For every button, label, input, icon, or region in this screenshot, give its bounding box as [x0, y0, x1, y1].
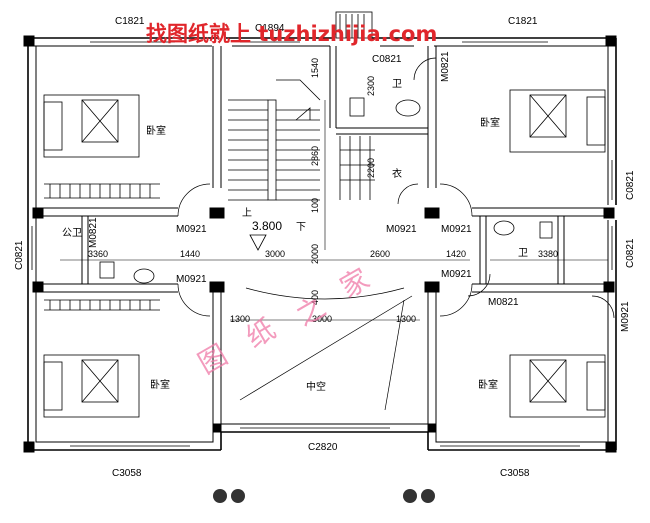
room-label-bedroom: 卧室: [146, 124, 166, 137]
dimension-label: 100: [310, 198, 320, 213]
dimension-label: 1300: [230, 314, 250, 324]
window-label: C0821: [14, 240, 25, 270]
dimension-label: 3000: [312, 314, 332, 324]
dimension-label: 1540: [310, 58, 320, 78]
door-swings: [177, 57, 615, 411]
dimension-label: 2300: [366, 76, 376, 96]
site-watermark: 找图纸就上 tuzhizhijia.com: [146, 22, 438, 46]
window-label: C0821: [625, 170, 636, 200]
door-label: M0921: [441, 269, 472, 280]
dimension-label: 3000: [265, 249, 285, 259]
dimension-label: 2200: [366, 158, 376, 178]
axis-markers: [213, 489, 435, 503]
window-label: C1894: [255, 23, 285, 34]
room-labels: 卧室 卧室 卧室 卧室 公卫 卫 卫 衣 中空 下 上 3.800: [62, 79, 528, 393]
door-label: M0921: [176, 224, 207, 235]
door-label: M0921: [441, 224, 472, 235]
dimension-label: 1300: [396, 314, 416, 324]
beds: [43, 89, 606, 418]
window-label: C1821: [115, 16, 145, 27]
room-label-bedroom: 卧室: [480, 116, 500, 129]
window-label: C3058: [500, 468, 530, 479]
dimension-label: 2600: [370, 249, 390, 259]
stair-down-label: 下: [296, 222, 306, 233]
room-label-wardrobe: 衣: [392, 167, 402, 180]
door-label: M0921: [386, 224, 417, 235]
door-label: M0921: [620, 301, 631, 332]
door-labels: M0821 M0821 M0821 M0921 M0921 M0921 M092…: [88, 51, 631, 332]
room-label-bath: 卫: [392, 79, 402, 90]
dimension-label: 2860: [310, 146, 320, 166]
room-label-public-bath: 公卫: [62, 228, 82, 239]
staircase: [228, 79, 321, 251]
dimension-label: 1420: [446, 249, 466, 259]
door-label: M0821: [88, 217, 99, 248]
fixtures: [99, 97, 553, 284]
door-label: M0821: [488, 297, 519, 308]
dimension-labels: 1540 2300 2860 2200 100 2000 400 3360 14…: [88, 58, 558, 324]
door-label: M0821: [440, 51, 451, 82]
door-label: M0921: [176, 274, 207, 285]
window-label: C0821: [625, 238, 636, 268]
window-label: C2820: [308, 442, 338, 453]
dimension-label: 3380: [538, 249, 558, 259]
dimension-label: 400: [310, 290, 320, 305]
dimension-label: 1440: [180, 249, 200, 259]
elevation-label: 3.800: [252, 219, 282, 233]
window-labels: C1821 C1894 C1821 C0821 C0821 C0821 C082…: [14, 16, 636, 479]
room-label-bedroom: 卧室: [478, 378, 498, 391]
window-label: C1821: [508, 16, 538, 27]
window-label: C3058: [112, 468, 142, 479]
room-label-bedroom: 卧室: [150, 378, 170, 391]
windows: [27, 11, 617, 451]
stair-up-label: 上: [242, 207, 252, 219]
room-label-void: 中空: [306, 380, 326, 393]
room-label-bath: 卫: [518, 248, 528, 259]
window-label: C0821: [372, 54, 402, 65]
dimension-label: 2000: [310, 244, 320, 264]
dimension-lines: [60, 100, 608, 321]
dimension-label: 3360: [88, 249, 108, 259]
